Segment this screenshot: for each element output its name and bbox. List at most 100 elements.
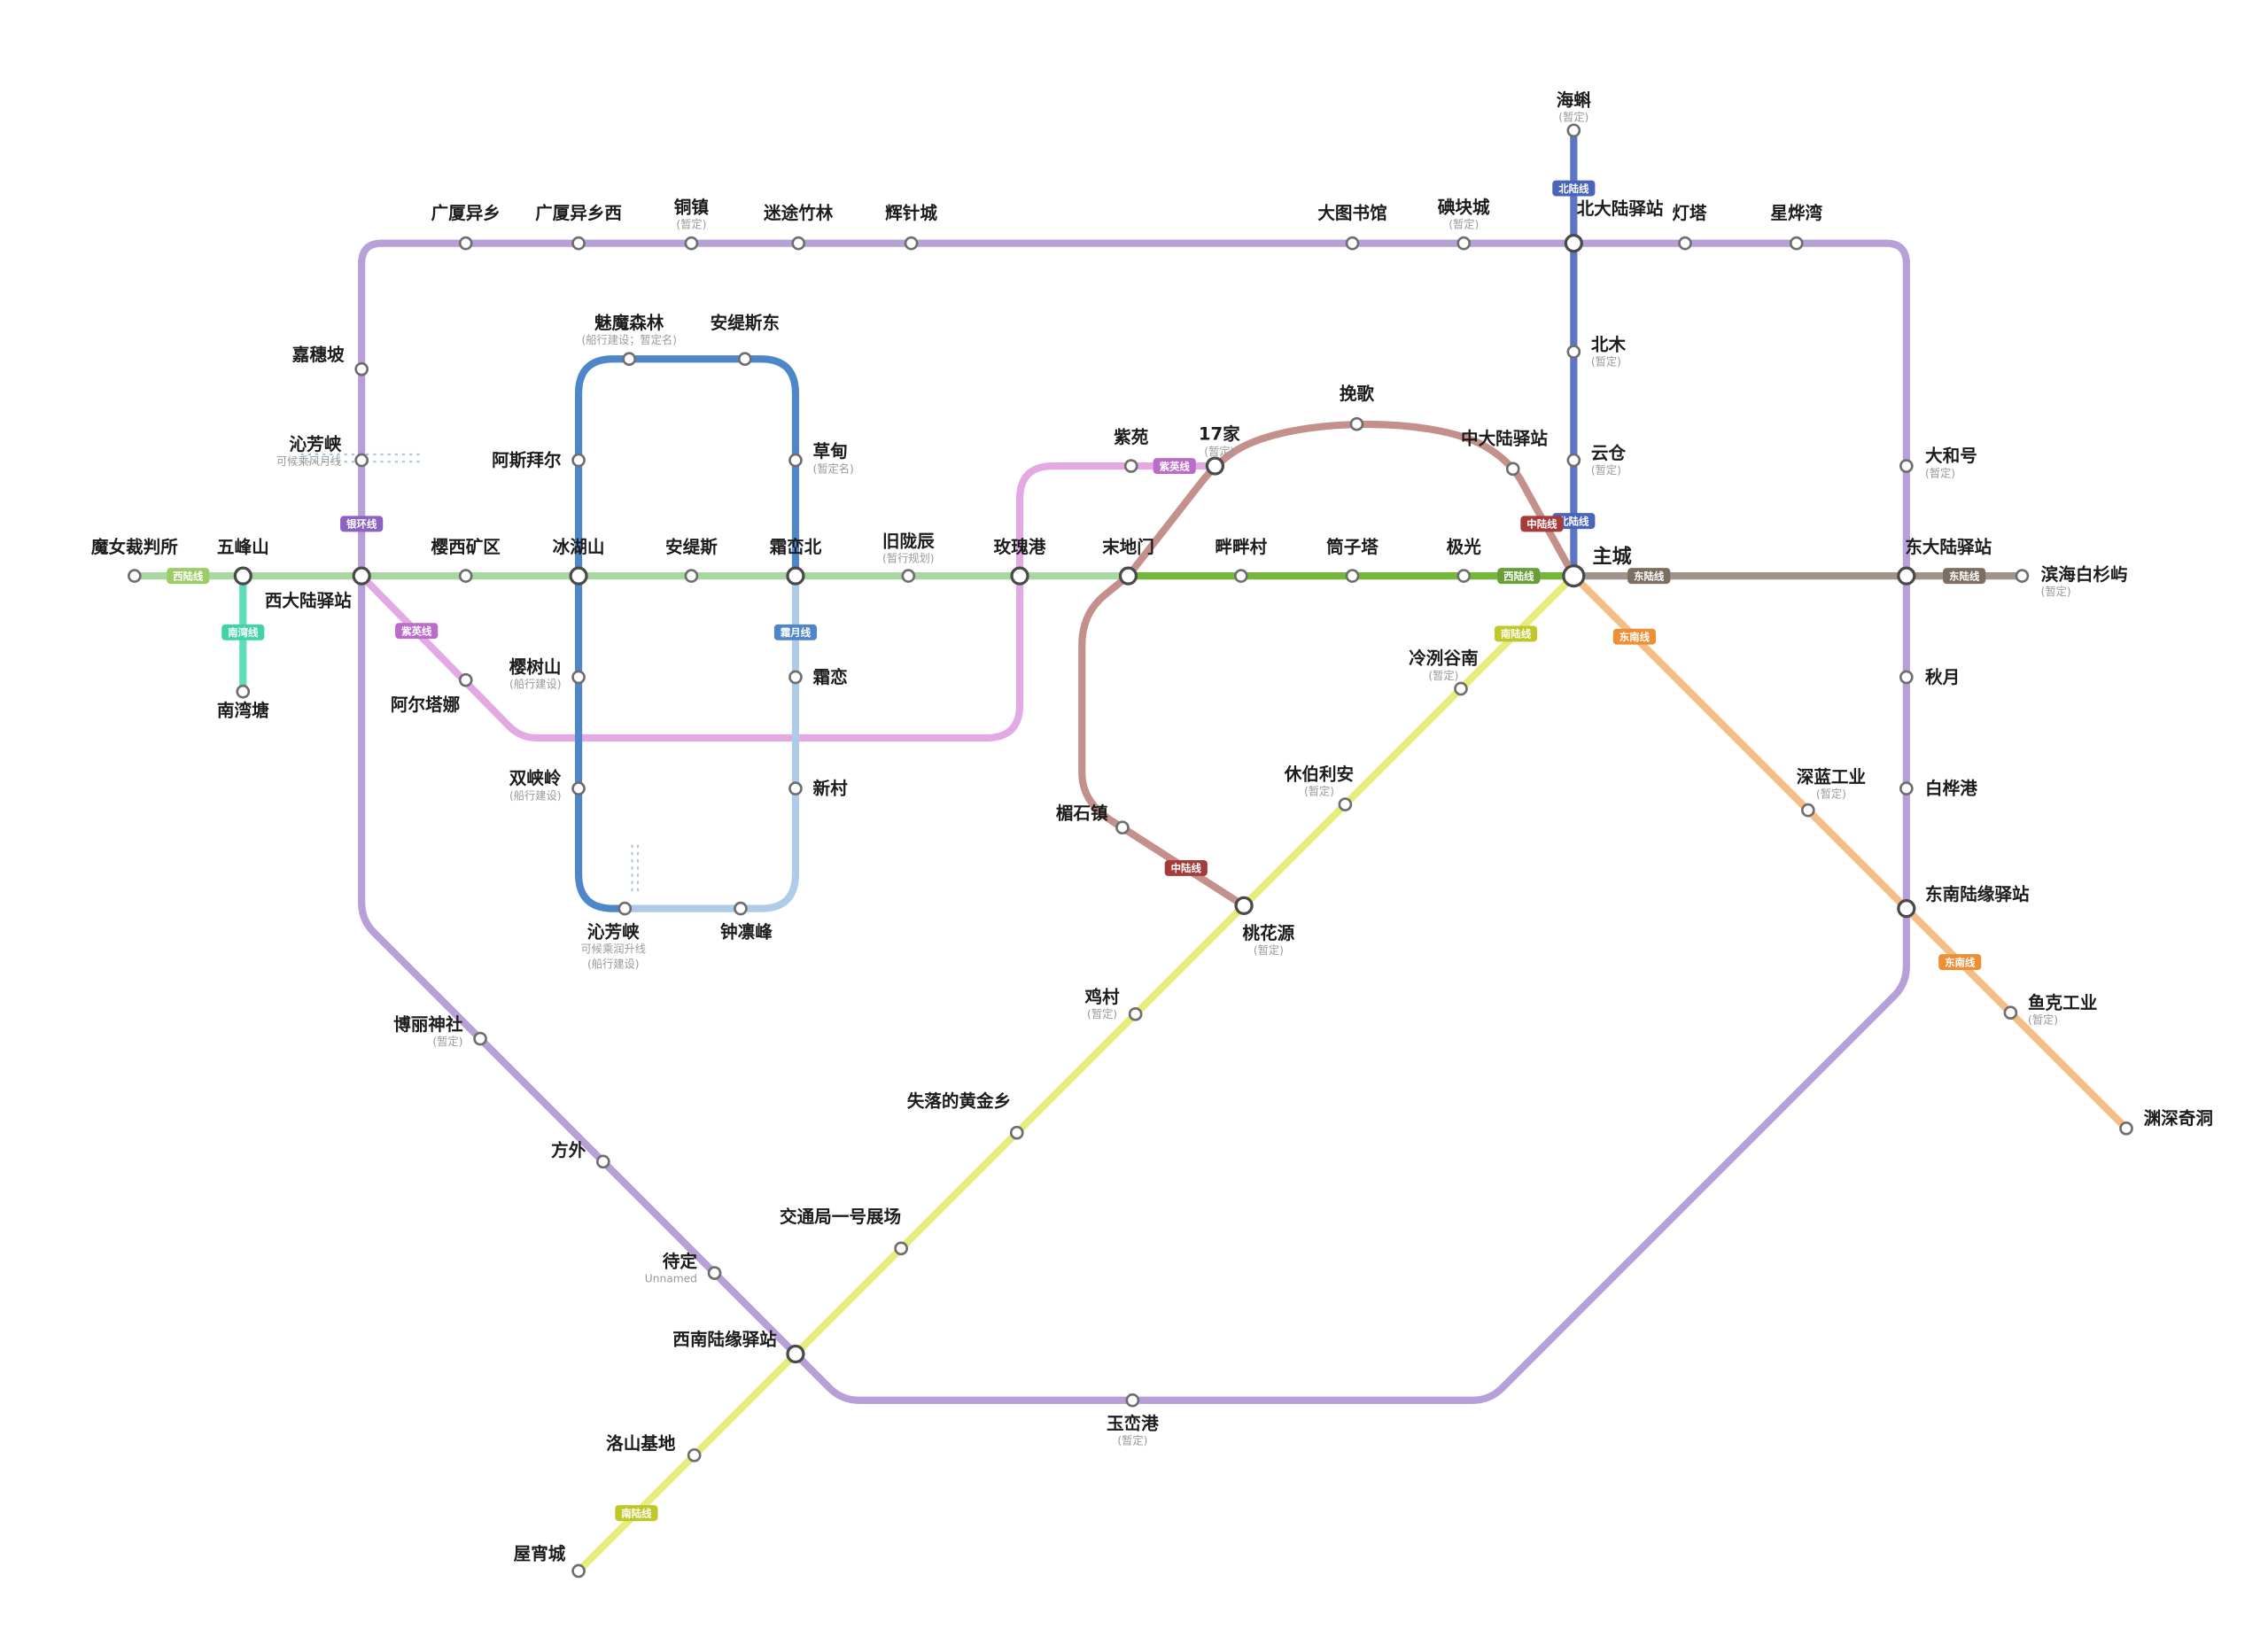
line-badge: 北陆线 — [1552, 180, 1596, 197]
station-label: 五峰山 — [217, 537, 269, 557]
station-marker[interactable] — [1456, 236, 1472, 251]
station-marker[interactable] — [1123, 459, 1138, 473]
station-label: 待定 — [663, 1252, 698, 1272]
station-marker[interactable] — [1562, 564, 1586, 588]
station-marker[interactable] — [734, 901, 748, 916]
station-中大陆驿站: 中大陆驿站 — [1461, 429, 1548, 477]
station-marker[interactable] — [571, 453, 586, 468]
station-marker[interactable] — [1115, 820, 1130, 835]
station-marker[interactable] — [1234, 896, 1254, 915]
station-label: 辉针城 — [885, 203, 937, 223]
station-marker[interactable] — [687, 1447, 702, 1463]
station-marker[interactable] — [354, 361, 369, 376]
station-marker[interactable] — [571, 781, 586, 795]
station-marker[interactable] — [707, 1266, 722, 1280]
station-marker[interactable] — [1233, 569, 1248, 583]
station-marker[interactable] — [1456, 569, 1472, 583]
line-badge-label: 南陆线 — [1501, 628, 1532, 640]
station-铜镇: 铜镇(暂定) — [674, 197, 709, 251]
station-marker[interactable] — [233, 566, 252, 586]
station-marker[interactable] — [684, 236, 699, 251]
station-灯塔: 灯塔 — [1672, 203, 1707, 251]
station-marker[interactable] — [786, 566, 805, 586]
station-marker[interactable] — [352, 566, 371, 586]
station-marker[interactable] — [1118, 566, 1138, 586]
station-樱树山: 樱树山(船行建设) — [509, 657, 586, 691]
station-marker[interactable] — [236, 684, 251, 699]
station-marker[interactable] — [1010, 566, 1029, 586]
station-marker[interactable] — [1564, 234, 1583, 253]
station-marker[interactable] — [737, 352, 752, 367]
station-sublabel: (船行建设) — [587, 958, 639, 971]
station-marker[interactable] — [1345, 569, 1360, 583]
station-marker[interactable] — [571, 670, 586, 685]
station-marker[interactable] — [458, 672, 473, 687]
station-marker[interactable] — [1566, 453, 1581, 468]
station-marker[interactable] — [1566, 345, 1581, 359]
station-marker[interactable] — [1899, 459, 1914, 473]
station-marker[interactable] — [904, 236, 919, 251]
station-marker[interactable] — [1897, 566, 1916, 586]
line-badge: 西陆线 — [1497, 568, 1541, 585]
station-marker[interactable] — [791, 236, 806, 251]
station-label: 魔女裁判所 — [91, 537, 178, 557]
station-marker[interactable] — [788, 670, 803, 685]
station-label: 极光 — [1447, 537, 1482, 557]
station-marker[interactable] — [1800, 803, 1815, 818]
station-marker[interactable] — [788, 453, 803, 468]
station-marker[interactable] — [354, 453, 369, 468]
station-marker[interactable] — [1454, 681, 1468, 696]
station-marker[interactable] — [622, 352, 637, 367]
station-marker[interactable] — [2003, 1005, 2018, 1020]
line-badge-bg — [1627, 568, 1671, 585]
station-sublabel: (暂定) — [1254, 943, 1284, 957]
station-marker[interactable] — [894, 1241, 908, 1256]
station-marker[interactable] — [595, 1154, 610, 1169]
station-marker[interactable] — [1789, 236, 1804, 251]
station-marker[interactable] — [569, 566, 588, 586]
station-marker[interactable] — [2119, 1121, 2133, 1136]
station-marker[interactable] — [1899, 781, 1914, 795]
station-深蓝工业: 深蓝工业(暂定) — [1797, 767, 1866, 818]
station-marker[interactable] — [1009, 1125, 1024, 1140]
station-label: 紫苑 — [1114, 427, 1149, 447]
station-marker[interactable] — [1505, 462, 1520, 477]
station-博丽神社: 博丽神社(暂定) — [393, 1014, 487, 1048]
line-badge: 紫英线 — [1153, 458, 1196, 475]
station-marker[interactable] — [1128, 1006, 1143, 1021]
line-badge: 中陆线 — [1164, 859, 1208, 876]
station-marker[interactable] — [1349, 416, 1364, 431]
station-marker[interactable] — [1678, 236, 1692, 251]
station-marker[interactable] — [473, 1031, 487, 1046]
station-label: 冷洌谷南 — [1409, 648, 1478, 669]
station-marker[interactable] — [617, 901, 633, 916]
station-label: 畔畔村 — [1215, 537, 1267, 557]
station-海蝌: 海蝌(暂定) — [1557, 90, 1591, 138]
station-marker[interactable] — [901, 569, 916, 583]
line-badge-bg — [1612, 628, 1656, 645]
station-白桦港: 白桦港 — [1899, 779, 1977, 799]
station-marker[interactable] — [1205, 456, 1225, 476]
station-marker[interactable] — [786, 1344, 805, 1364]
station-marker[interactable] — [458, 236, 473, 251]
station-marker[interactable] — [1338, 797, 1353, 811]
station-sublabel: 可候乘风月线 — [276, 455, 341, 468]
station-label: 魅魔森林 — [594, 313, 664, 333]
station-交通局一号展场: 交通局一号展场 — [780, 1207, 908, 1256]
station-marker[interactable] — [1566, 123, 1581, 138]
station-洛山基地: 洛山基地 — [606, 1433, 702, 1463]
station-魅魔森林: 魅魔森林(船行建设；暂定名) — [581, 313, 677, 367]
station-marker[interactable] — [1345, 236, 1360, 251]
station-marker[interactable] — [788, 781, 803, 795]
station-marker[interactable] — [571, 1564, 586, 1579]
station-marker[interactable] — [1125, 1393, 1140, 1408]
station-marker[interactable] — [128, 569, 142, 583]
station-marker[interactable] — [2015, 569, 2030, 583]
station-marker[interactable] — [1899, 670, 1914, 685]
station-marker[interactable] — [458, 569, 473, 583]
station-阿斯拜尔: 阿斯拜尔 — [492, 450, 586, 470]
station-marker[interactable] — [684, 569, 699, 583]
station-marker[interactable] — [571, 236, 586, 251]
station-marker[interactable] — [1897, 899, 1916, 919]
